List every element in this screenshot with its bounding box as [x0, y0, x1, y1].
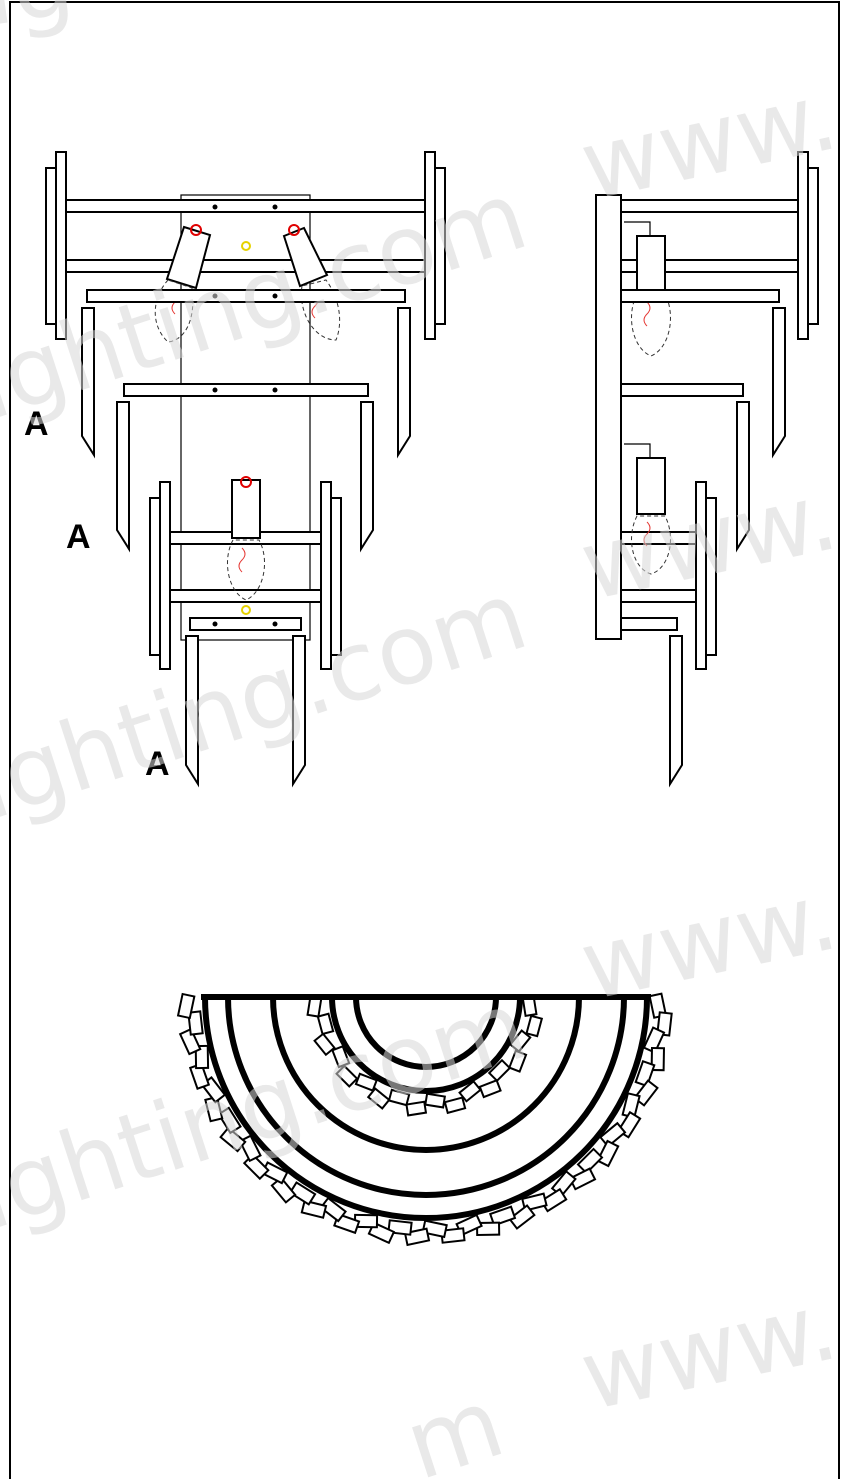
bulb-outline	[631, 293, 671, 357]
crystal-piece	[204, 1095, 224, 1123]
crystal-piece	[633, 1079, 659, 1107]
crystal-piece	[335, 1064, 359, 1088]
crystal-piece	[194, 1044, 210, 1070]
crystal-piece	[634, 1059, 656, 1088]
top-arc-second	[225, 996, 627, 1198]
crystal-piece	[576, 1147, 604, 1175]
front-back-plate	[180, 194, 311, 641]
top-arc-outer	[202, 996, 650, 1221]
crystal-piece	[319, 1196, 347, 1223]
top-arc-third	[270, 996, 582, 1153]
crystal-piece	[478, 1079, 502, 1099]
top-arc-inner	[353, 996, 499, 1070]
mounting-hole-red	[288, 224, 300, 236]
crystal-piece	[219, 1126, 247, 1153]
crystal-piece	[387, 1088, 411, 1107]
crystal-piece	[178, 1027, 202, 1056]
crystal-piece	[443, 1096, 467, 1115]
crystal-piece	[313, 1032, 336, 1057]
crystal-piece	[487, 1058, 512, 1083]
crystal-piece	[270, 1176, 297, 1204]
crystal-piece	[421, 1219, 448, 1239]
crystal-piece	[331, 1045, 351, 1069]
bulb-outline	[226, 539, 266, 601]
bulb-outline	[631, 515, 671, 575]
front-lower-tier	[149, 476, 342, 788]
mounting-hole-yellow	[241, 605, 251, 615]
crystal-piece	[424, 1092, 446, 1109]
top-view	[176, 992, 673, 1247]
label-a-middle: A	[66, 518, 91, 556]
top-arc-fourth	[329, 996, 523, 1094]
crystal-piece	[508, 1204, 536, 1230]
label-a-lower: A	[145, 745, 170, 783]
crystal-piece	[288, 1181, 317, 1206]
crystal-piece	[187, 1010, 204, 1036]
front-view	[45, 151, 446, 788]
front-middle-tier	[116, 383, 374, 553]
crystal-piece	[596, 1139, 620, 1168]
crystal-piece	[508, 1029, 532, 1053]
crystal-piece	[300, 1199, 328, 1219]
crystal-piece	[316, 1012, 335, 1036]
inner-crystal-ring	[306, 995, 544, 1117]
mounting-hole-red	[240, 476, 252, 488]
crystal-piece	[488, 1205, 517, 1227]
crystal-piece	[366, 1087, 391, 1110]
outer-crystal-ring	[176, 992, 673, 1247]
crystal-piece	[176, 992, 196, 1020]
mounting-hole-yellow	[241, 241, 251, 251]
crystal-piece	[508, 1049, 528, 1073]
crystal-piece	[217, 1106, 242, 1135]
crystal-piece	[405, 1100, 428, 1117]
mounting-hole-red	[190, 224, 202, 236]
side-view	[595, 151, 819, 788]
crystal-piece	[642, 1026, 666, 1054]
crystal-piece	[525, 1014, 544, 1038]
front-upper-tier	[45, 151, 446, 459]
label-a-upper: A	[24, 405, 49, 443]
side-wall-plate	[595, 194, 622, 640]
